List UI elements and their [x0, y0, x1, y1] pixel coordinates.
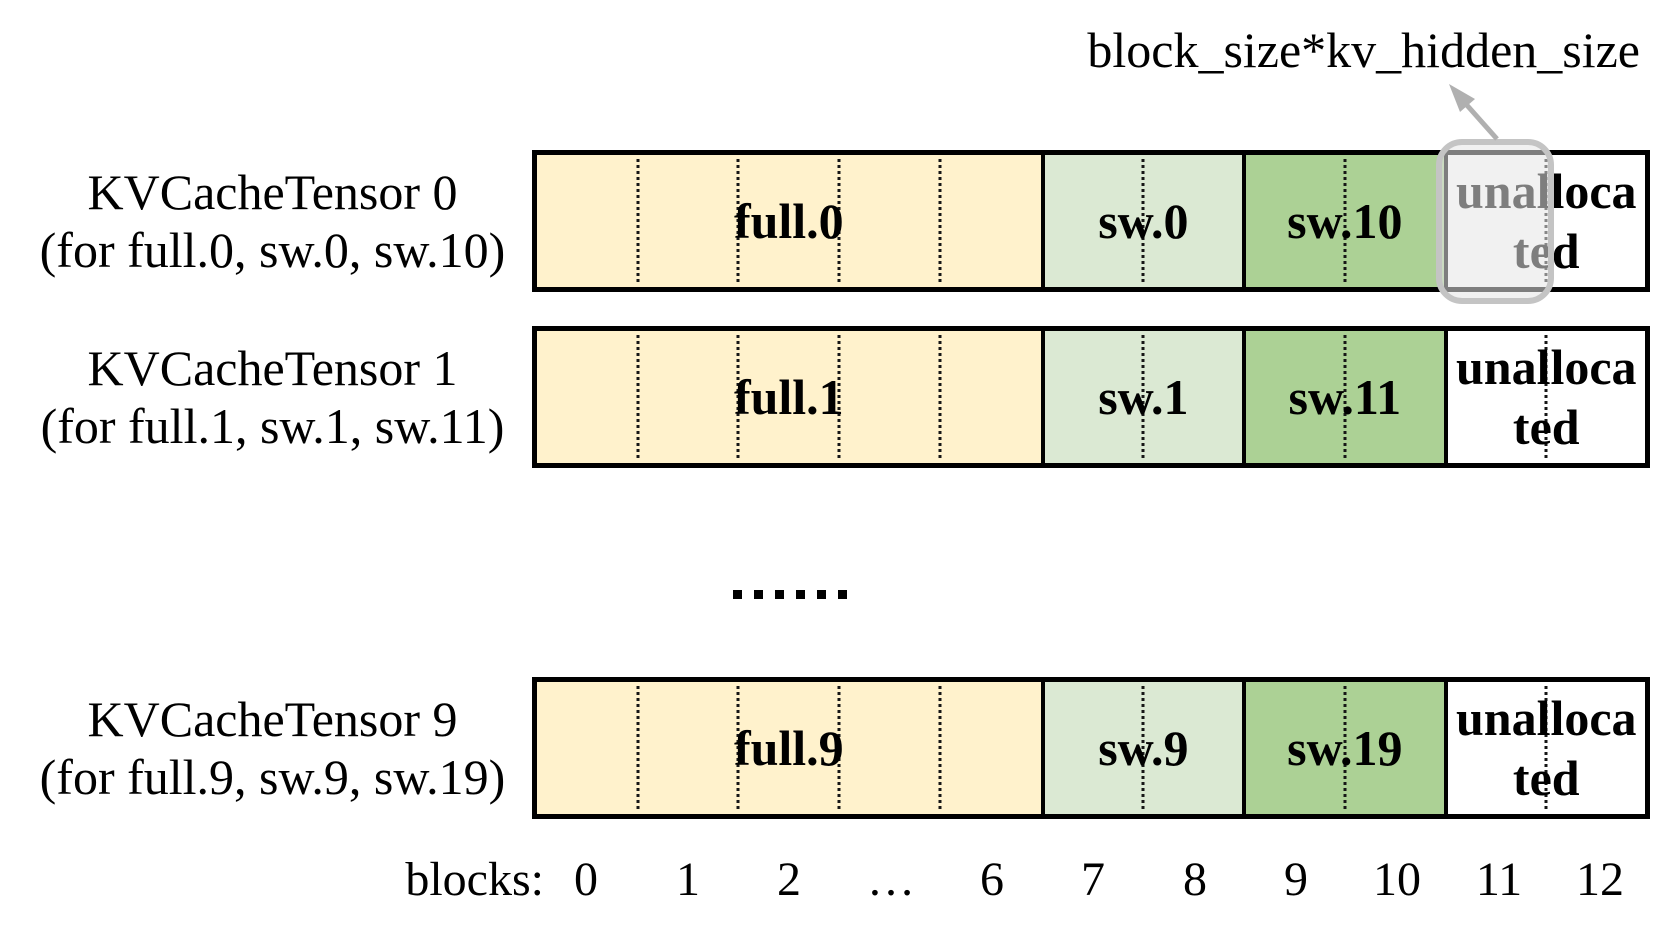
- row-subtitle: (for full.0, sw.0, sw.10): [39, 222, 506, 278]
- cell-divider: [837, 159, 841, 283]
- cell-divider: [736, 335, 740, 459]
- segment-sw: sw.9: [1040, 682, 1243, 814]
- axis-tick: 7: [1081, 853, 1105, 906]
- ellipsis-dot: [796, 590, 805, 599]
- cell-divider: [636, 686, 640, 810]
- ellipsis-dot: [775, 590, 784, 599]
- tensor-row-1: KVCacheTensor 1 (for full.1, sw.1, sw.11…: [0, 326, 1676, 468]
- segment-full: full.0: [537, 155, 1041, 287]
- segment-label: sw.10: [1287, 193, 1403, 249]
- cell-divider: [636, 335, 640, 459]
- row-title: KVCacheTensor 9: [87, 691, 458, 747]
- row-subtitle: (for full.1, sw.1, sw.11): [40, 398, 505, 454]
- cell-divider: [1141, 335, 1145, 459]
- segment-label: sw.19: [1287, 720, 1403, 776]
- cell-divider: [636, 159, 640, 283]
- axis-tick: 1: [676, 853, 700, 906]
- axis-label: blocks:: [405, 853, 544, 906]
- row-title: KVCacheTensor 0: [87, 164, 458, 220]
- axis-tick: 8: [1183, 853, 1207, 906]
- blocks-axis: blocks: 0 1 2 … 6 7 8 9 10 11 12: [0, 853, 1676, 907]
- cell-divider: [1343, 686, 1347, 810]
- cell-divider: [938, 686, 942, 810]
- block-highlight-outline: [1436, 139, 1554, 304]
- tensor-row-0: KVCacheTensor 0 (for full.0, sw.0, sw.10…: [0, 150, 1676, 292]
- axis-tick: …: [867, 853, 915, 906]
- segment-full: full.1: [537, 331, 1041, 463]
- cell-divider: [1343, 335, 1347, 459]
- segment-sw: sw.0: [1040, 155, 1243, 287]
- tensor-row-9: KVCacheTensor 9 (for full.9, sw.9, sw.19…: [0, 677, 1676, 819]
- annotation-arrow-shaft: [1463, 101, 1499, 141]
- cell-divider: [837, 335, 841, 459]
- annotation-arrowhead-icon: [1449, 84, 1475, 112]
- tensor-row-9-label: KVCacheTensor 9 (for full.9, sw.9, sw.19…: [15, 677, 530, 819]
- cell-divider: [938, 335, 942, 459]
- ellipsis-dot: [733, 590, 742, 599]
- cell-divider: [736, 686, 740, 810]
- segment-label: full.9: [733, 720, 844, 776]
- axis-tick: 12: [1576, 853, 1624, 906]
- cell-divider: [938, 159, 942, 283]
- segment-sw-upper: sw.11: [1242, 331, 1444, 463]
- cell-divider: [1544, 335, 1548, 459]
- segment-label: full.1: [733, 369, 844, 425]
- segment-label: sw.9: [1098, 720, 1189, 776]
- cell-divider: [837, 686, 841, 810]
- tensor-row-1-label: KVCacheTensor 1 (for full.1, sw.1, sw.11…: [15, 326, 530, 468]
- cell-divider: [736, 159, 740, 283]
- ellipsis-dot: [817, 590, 826, 599]
- segment-label: sw.11: [1288, 369, 1402, 425]
- segment-label: sw.0: [1098, 193, 1189, 249]
- rows-ellipsis: [733, 590, 847, 599]
- row-title: KVCacheTensor 1: [87, 340, 458, 396]
- tensor-row-0-label: KVCacheTensor 0 (for full.0, sw.0, sw.10…: [15, 150, 530, 292]
- segment-full: full.9: [537, 682, 1041, 814]
- cell-divider: [1343, 159, 1347, 283]
- segment-label: full.0: [733, 193, 844, 249]
- cell-divider: [1544, 686, 1548, 810]
- segment-label: sw.1: [1098, 369, 1189, 425]
- cell-divider: [1141, 159, 1145, 283]
- row-subtitle: (for full.9, sw.9, sw.19): [39, 749, 506, 805]
- segment-sw-upper: sw.10: [1242, 155, 1444, 287]
- cell-divider: [1141, 686, 1145, 810]
- axis-tick: 9: [1284, 853, 1308, 906]
- axis-tick: 2: [777, 853, 801, 906]
- axis-tick: 6: [980, 853, 1004, 906]
- ellipsis-dot: [838, 590, 847, 599]
- axis-tick: 10: [1373, 853, 1421, 906]
- ellipsis-dot: [754, 590, 763, 599]
- segment-sw: sw.1: [1040, 331, 1243, 463]
- axis-tick: 0: [574, 853, 598, 906]
- axis-tick: 11: [1475, 853, 1523, 906]
- block-size-annotation: block_size*kv_hidden_size: [1087, 22, 1640, 78]
- segment-sw-upper: sw.19: [1242, 682, 1444, 814]
